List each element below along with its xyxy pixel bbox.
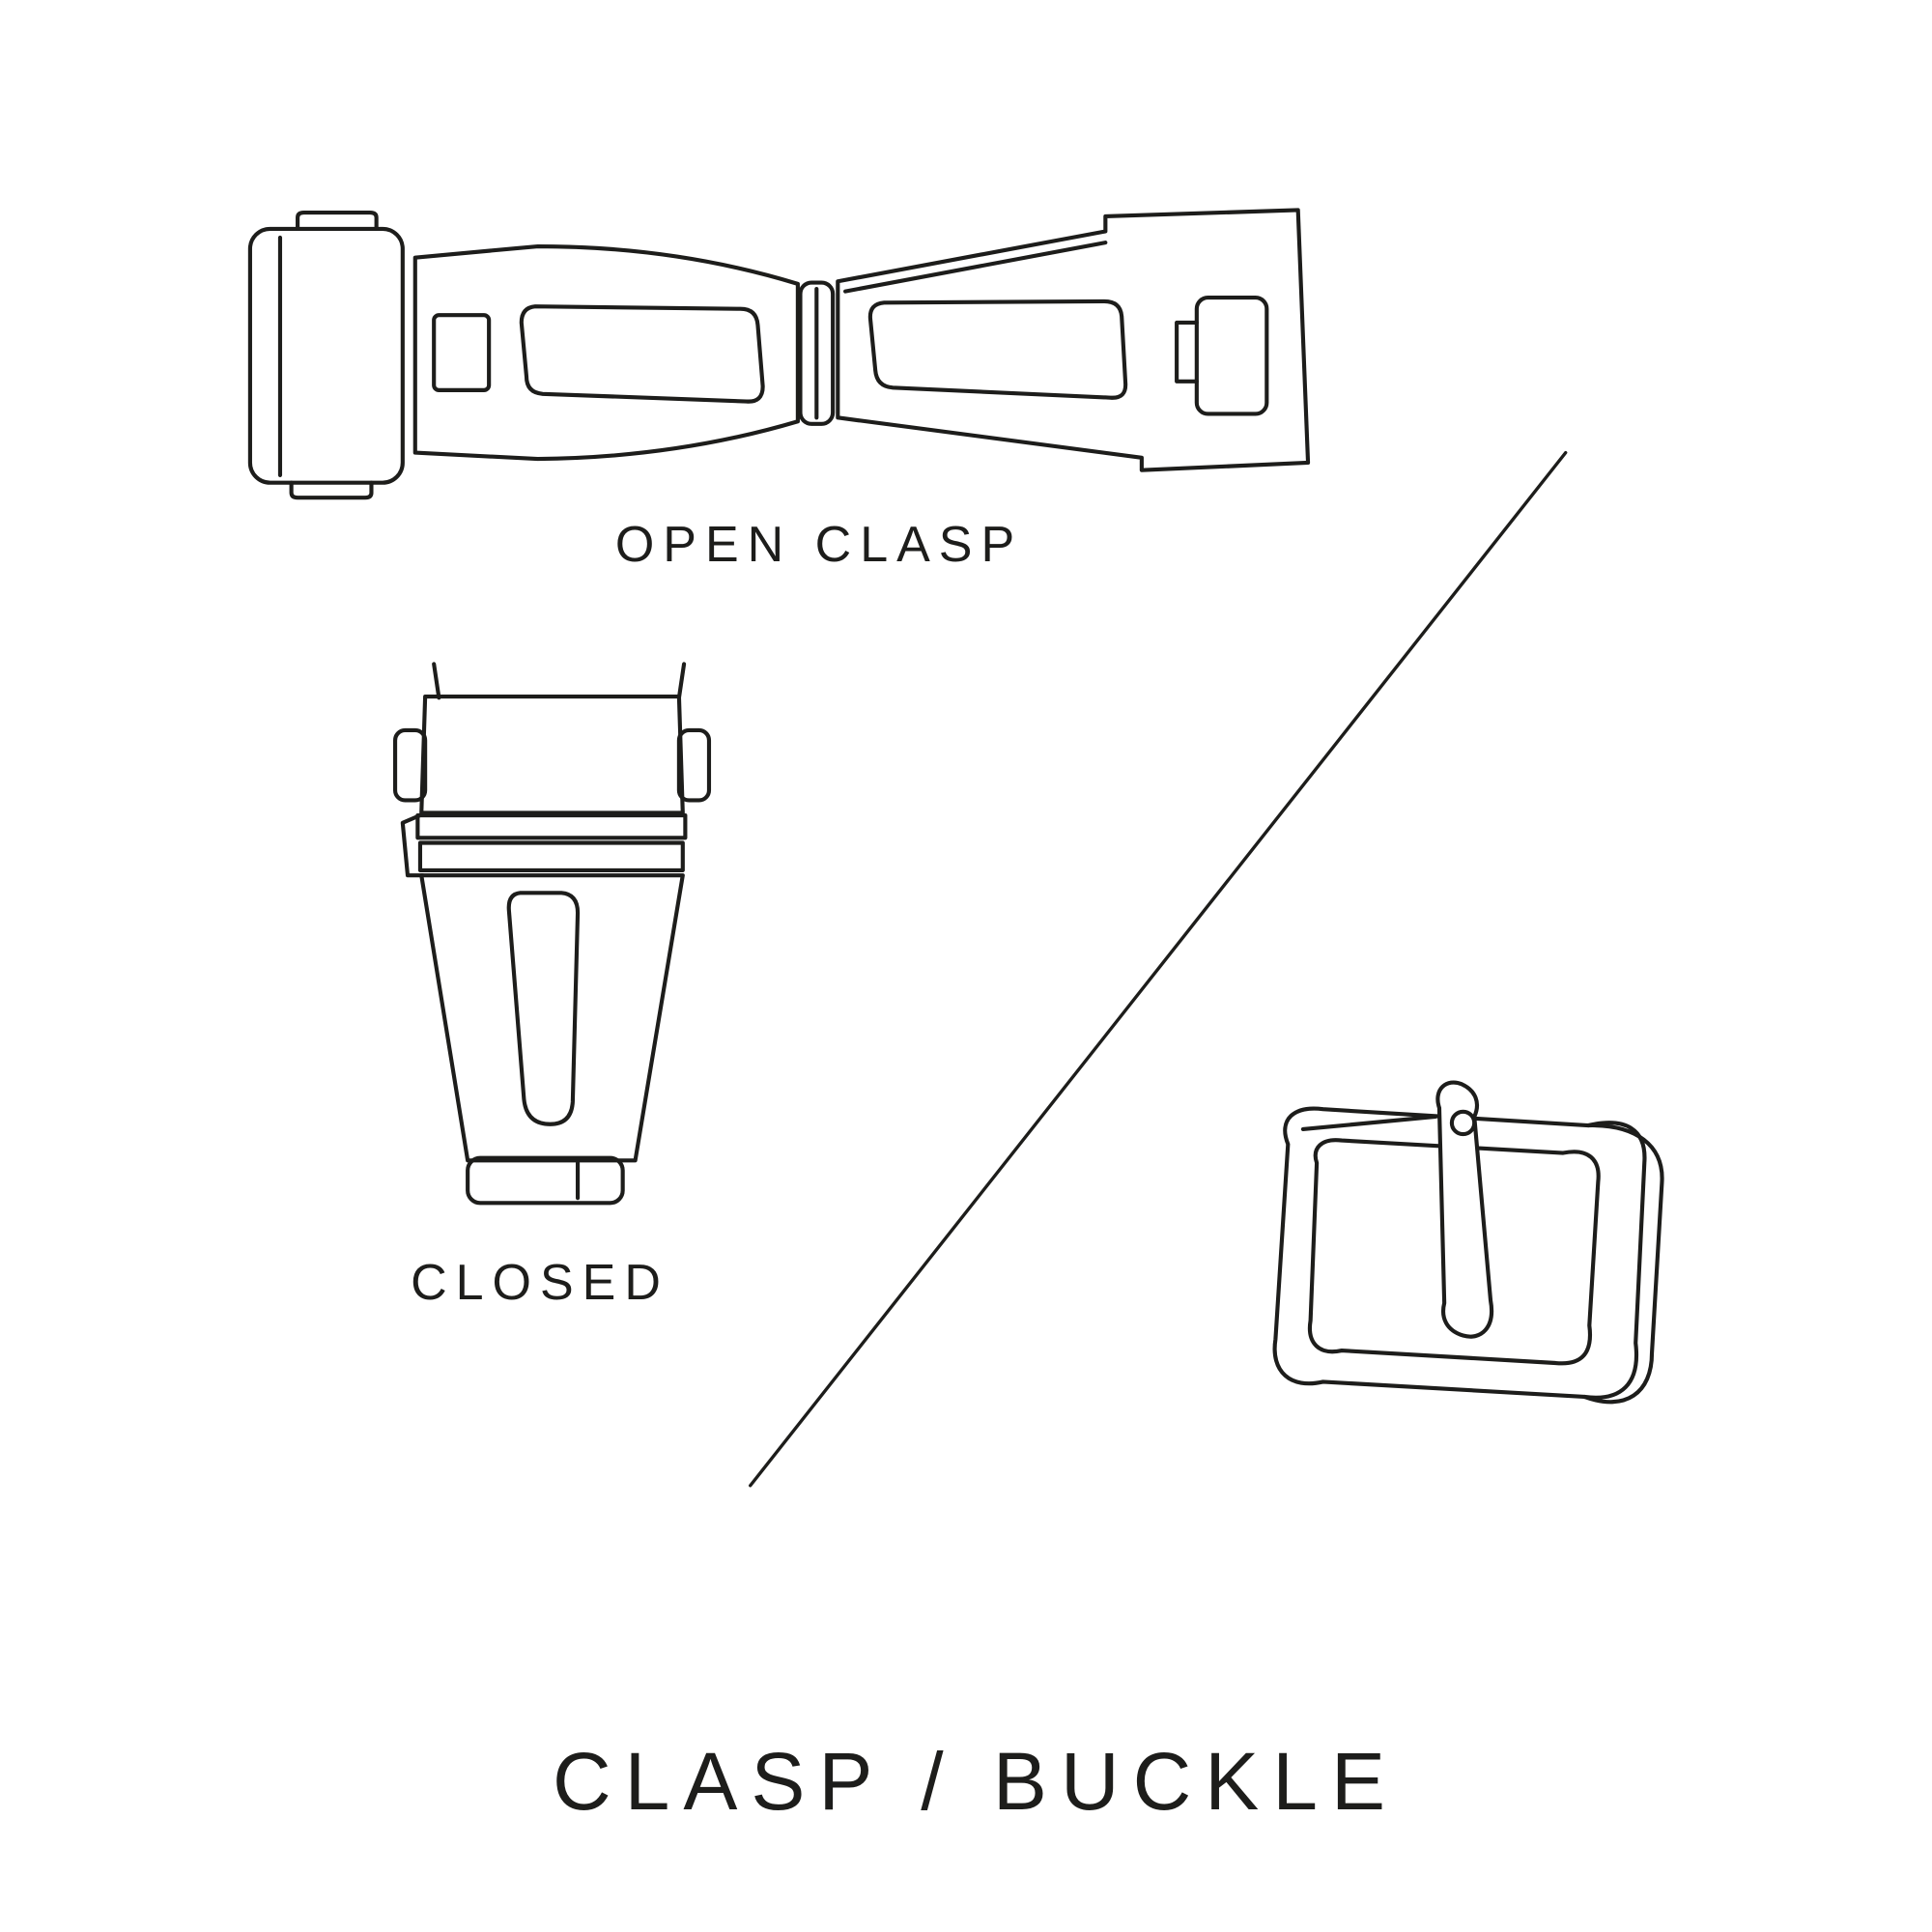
closed-clasp-band-2 [417, 840, 685, 873]
open-clasp-bottom-tube [289, 480, 374, 500]
divider-line [749, 450, 1568, 1488]
closed-clasp-left-tab [400, 812, 425, 878]
closed-clasp-illustration [392, 662, 712, 1206]
closed-clasp-right-prong [676, 662, 687, 700]
buckle-illustration [1272, 1080, 1664, 1405]
closed-clasp-body [419, 873, 685, 1163]
closed-clasp-slot [506, 891, 581, 1126]
buckle-frame-outer [1272, 1106, 1647, 1400]
open-clasp-label: OPEN CLASP [614, 517, 1024, 573]
buckle-axle-pin [1300, 1114, 1438, 1132]
closed-clasp-label: CLOSED [411, 1255, 669, 1311]
open-clasp-left-notch [432, 313, 492, 392]
closed-clasp-left-prong [432, 662, 441, 700]
buckle-tang-loop [1449, 1109, 1477, 1137]
closed-clasp-top-block [419, 694, 685, 815]
open-clasp-end-link [247, 226, 405, 485]
open-clasp-catch [1194, 296, 1269, 416]
open-clasp-top-tube [296, 210, 379, 231]
closed-clasp-right-ear [676, 727, 712, 803]
closed-clasp-bottom-bar [466, 1155, 625, 1206]
closed-clasp-band-1 [415, 812, 688, 840]
open-clasp-left-slot [519, 304, 765, 404]
open-clasp-catch-notch [1175, 320, 1199, 384]
open-clasp-illustration [247, 208, 1311, 500]
page-title: CLASP / BUCKLE [552, 1736, 1400, 1827]
closed-clasp-left-ear [392, 727, 428, 803]
open-clasp-right-arm [836, 208, 1311, 472]
buckle-frame-inner [1307, 1138, 1601, 1366]
open-clasp-left-arm [412, 243, 800, 462]
buckle-frame-thickness [1582, 1122, 1664, 1405]
open-clasp-right-slot [867, 298, 1128, 400]
buckle-tang [1435, 1080, 1494, 1339]
open-clasp-right-plate-edge [843, 241, 1108, 294]
open-clasp-hinge [798, 280, 836, 426]
